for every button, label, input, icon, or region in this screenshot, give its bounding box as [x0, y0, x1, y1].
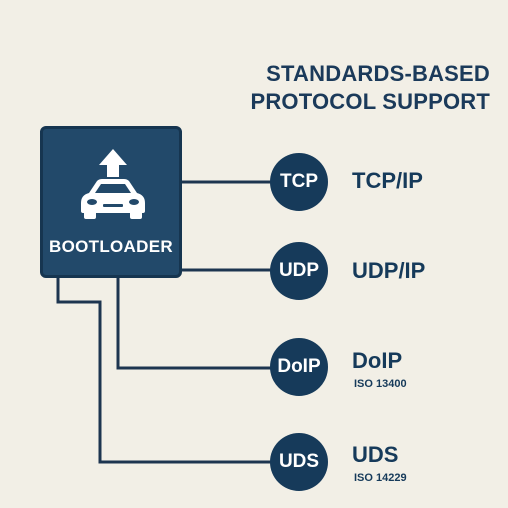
tcp-badge: TCP	[270, 153, 328, 211]
car-upload-icon	[81, 149, 145, 219]
doip-badge-label: DoIP	[277, 356, 321, 377]
title-line-1: STANDARDS-BASED	[266, 61, 490, 86]
wire-uds	[56, 278, 272, 464]
tcp-name: TCP/IP	[352, 168, 423, 193]
udp-badge-label: UDP	[278, 260, 320, 281]
bootloader-label: BOOTLOADER	[49, 237, 173, 256]
uds-badge: UDS	[270, 433, 328, 491]
wire-doip	[116, 278, 272, 370]
doip-name: DoIP	[352, 348, 403, 373]
doip-badge: DoIP	[270, 338, 328, 396]
bootloader-box: BOOTLOADER	[40, 126, 182, 278]
uds-name: UDS	[352, 442, 399, 467]
uds-badge-label: UDS	[278, 451, 320, 472]
tcp-badge-label: TCP	[280, 171, 318, 192]
diagram-title: STANDARDS-BASED PROTOCOL SUPPORT	[250, 60, 490, 116]
uds-standard: ISO 14229	[354, 472, 407, 484]
udp-name: UDP/IP	[352, 258, 426, 283]
udp-badge: UDP	[270, 242, 328, 300]
title-line-2: PROTOCOL SUPPORT	[250, 89, 490, 114]
doip-standard: ISO 13400	[354, 378, 407, 390]
